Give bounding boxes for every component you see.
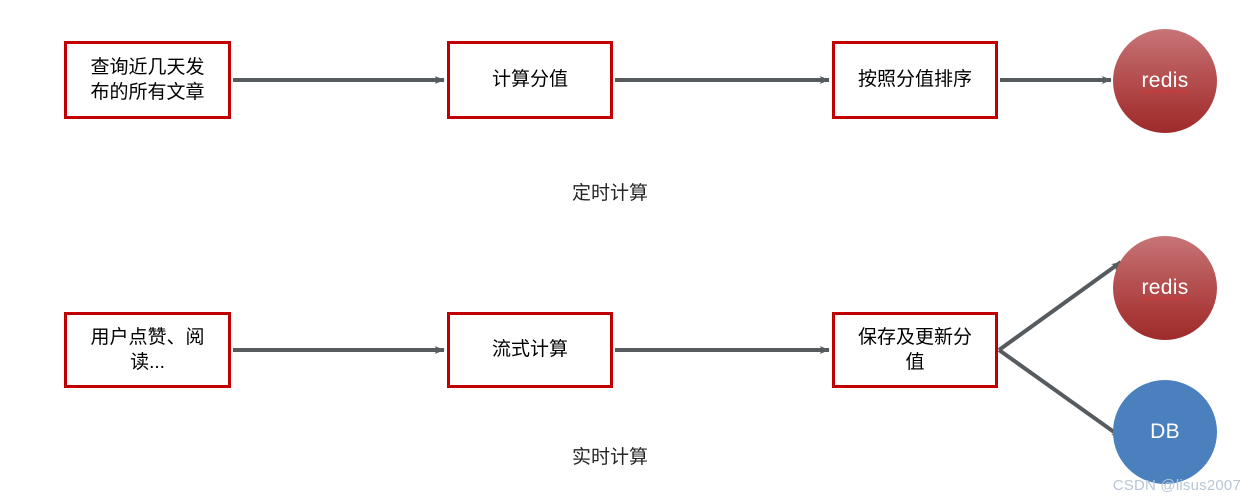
node-redis-store-realtime[interactable]: redis [1113,236,1217,340]
node-redis-store-scheduled[interactable]: redis [1113,29,1217,133]
node-db-label: DB [1150,420,1180,443]
watermark: CSDN @lisus2007 [1112,477,1241,494]
caption-realtime-computation: 实时计算 [571,447,648,468]
node-compute-score[interactable]: 计算分值 [447,41,613,119]
arrow-b3-to-db [997,348,1123,439]
arrow-b3-to-redis [997,260,1123,352]
node-save-update-score[interactable]: 保存及更新分 值 [832,312,998,388]
node-db-store[interactable]: DB [1113,380,1217,484]
node-user-like-read[interactable]: 用户点赞、阅 读... [64,312,231,388]
node-stream-computation[interactable]: 流式计算 [447,312,613,388]
node-redis-label: redis [1141,276,1189,299]
node-sort-by-score[interactable]: 按照分值排序 [832,41,998,119]
node-redis-label: redis [1141,69,1189,92]
node-query-recent-articles[interactable]: 查询近几天发 布的所有文章 [64,41,231,119]
caption-scheduled-computation: 定时计算 [571,183,648,204]
